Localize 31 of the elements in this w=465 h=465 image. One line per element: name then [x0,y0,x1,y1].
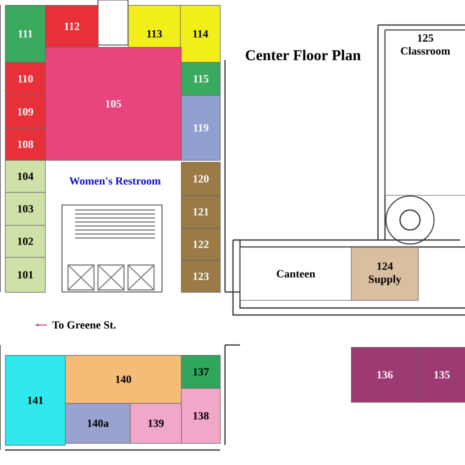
room-box: 105 [45,47,182,161]
room-box: 111 [5,5,46,63]
room-box: 141 [5,355,66,446]
room-box: 138 [181,388,221,444]
room-box: 140a [65,403,131,444]
room-box: 119 [181,95,221,161]
room-box: 122 [181,228,221,261]
room-box: 137 [181,355,221,389]
room-box: 114 [180,5,221,63]
room-outline: 125 Classroom [385,30,465,196]
room-box: 104 [5,160,46,193]
room-box: 101 [5,257,46,293]
room-box: 120 [181,162,221,196]
room-box: 103 [5,192,46,226]
room-box: 124 Supply [351,247,419,301]
room-outline: Canteen [240,247,352,301]
room-box: 102 [5,225,46,258]
room-box: 121 [181,195,221,229]
room-box: 112 [45,5,99,48]
room-box: 123 [181,260,221,293]
room-box: 136 [351,347,419,403]
room-box: 135 [418,347,465,403]
room-box: 108 [5,128,46,161]
room-box: 109 [5,95,46,129]
room-box: 140 [65,355,182,404]
title: Center Floor Plan [246,50,361,60]
restroom-label: Women's Restroom [69,177,161,185]
direction-label: To Greene St. [52,321,116,329]
room-box: 139 [130,403,182,444]
room-box: 110 [5,62,46,96]
room-box: 115 [181,62,221,96]
